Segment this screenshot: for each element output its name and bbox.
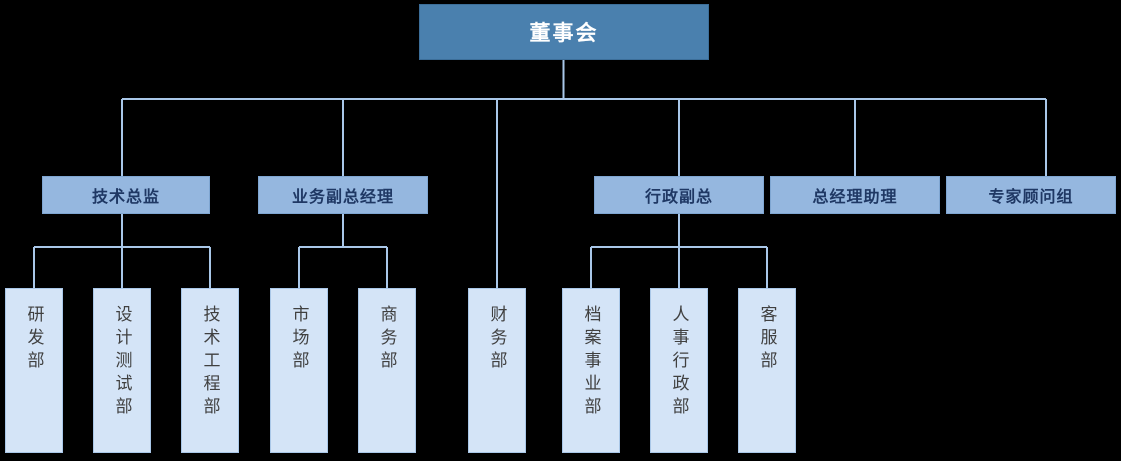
node-archive[interactable]: 档案事业部 [562,288,620,453]
node-rnd-label: 研发部 [24,305,44,374]
node-cto[interactable]: 技术总监 [42,176,210,214]
node-archive-label: 档案事业部 [581,305,601,420]
node-finance[interactable]: 财务部 [468,288,526,453]
node-bizvp-label: 业务副总经理 [291,189,394,206]
node-designtest-label: 设计测试部 [112,305,132,420]
node-adminvp-label: 行政副总 [644,189,713,206]
node-hradmin-label: 人事行政部 [669,305,689,420]
node-market[interactable]: 市场部 [270,288,328,453]
node-board[interactable]: 董事会 [419,4,709,60]
node-business-label: 商务部 [377,305,397,374]
node-cto-label: 技术总监 [91,189,160,206]
node-expert-label: 专家顾问组 [988,189,1074,206]
node-bizvp[interactable]: 业务副总经理 [258,176,428,214]
node-market-label: 市场部 [289,305,309,374]
node-rnd[interactable]: 研发部 [5,288,63,453]
node-gmassist[interactable]: 总经理助理 [770,176,940,214]
node-adminvp[interactable]: 行政副总 [594,176,764,214]
node-business[interactable]: 商务部 [358,288,416,453]
node-designtest[interactable]: 设计测试部 [93,288,151,453]
node-gmassist-label: 总经理助理 [812,189,898,206]
node-expert[interactable]: 专家顾问组 [946,176,1116,214]
node-service[interactable]: 客服部 [738,288,796,453]
node-service-label: 客服部 [757,305,777,374]
node-finance-label: 财务部 [487,305,507,374]
node-board-label: 董事会 [529,22,599,45]
node-techeng[interactable]: 技术工程部 [181,288,239,453]
node-hradmin[interactable]: 人事行政部 [650,288,708,453]
node-techeng-label: 技术工程部 [200,305,220,420]
